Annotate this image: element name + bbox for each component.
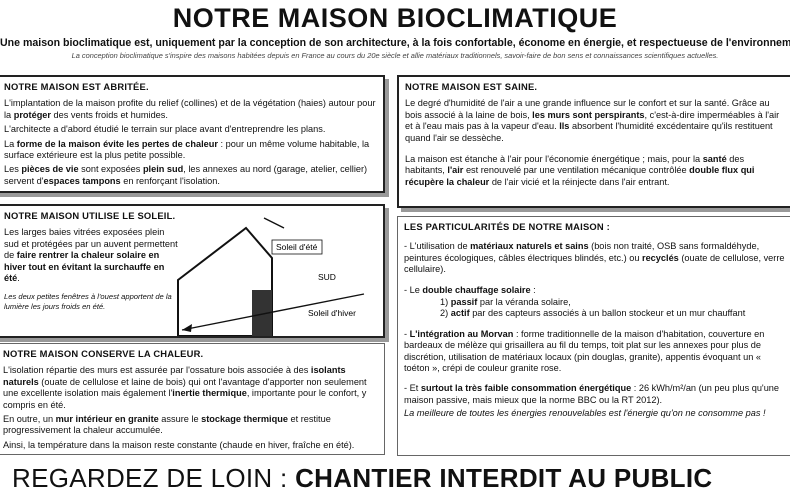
section-conserve: NOTRE MAISON CONSERVE LA CHALEUR. L'isol… — [0, 343, 385, 455]
paragraph: Ainsi, la température dans la maison res… — [3, 439, 355, 450]
list-item: - Le double chauffage solaire : — [404, 284, 536, 295]
section-heading: NOTRE MAISON CONSERVE LA CHALEUR. — [3, 348, 204, 359]
paragraph: Le degré d'humidité de l'air a une grand… — [405, 98, 780, 143]
list-item: - Et surtout la très faible consommation… — [404, 383, 780, 405]
winter-sun-ray — [181, 293, 365, 331]
footer-part1: REGARDEZ DE LOIN : — [12, 463, 296, 493]
section-heading: NOTRE MAISON UTILISE LE SOLEIL. — [4, 210, 176, 221]
intro-text: Une maison bioclimatique est, uniquement… — [0, 37, 790, 49]
paragraph: L'implantation de la maison profite du r… — [4, 98, 376, 120]
sub-item: 2) actif par des capteurs associés à un … — [440, 308, 746, 319]
house-shadow — [252, 290, 272, 336]
paragraph: Les larges baies vitrées exposées plein … — [4, 227, 178, 284]
label-summer: Soleil d'été — [276, 242, 318, 252]
sun-diagram: Soleil d'été SUD Soleil d'hiver — [177, 217, 365, 336]
note: Les deux petites fenêtres à l'ouest appo… — [4, 292, 172, 312]
footer-warning: REGARDEZ DE LOIN : CHANTIER INTERDIT AU … — [12, 462, 790, 494]
label-winter: Soleil d'hiver — [308, 308, 356, 318]
section-soleil: NOTRE MAISON UTILISE LE SOLEIL. Les larg… — [0, 204, 385, 338]
paragraph: La forme de la maison évite les pertes d… — [4, 138, 370, 161]
section-abritee: NOTRE MAISON EST ABRITÉE. L'implantation… — [0, 75, 385, 193]
paragraph: Les pièces de vie sont exposées plein su… — [4, 164, 368, 186]
section-particularites: LES PARTICULARITÉS DE NOTRE MAISON : - L… — [397, 216, 790, 456]
section-saine: NOTRE MAISON EST SAINE. Le degré d'humid… — [397, 75, 790, 208]
paragraph: La maison est étanche à l'air pour l'éco… — [405, 154, 755, 187]
label-summer-box — [271, 239, 323, 255]
list-item: - L'utilisation de matériaux naturels et… — [404, 241, 785, 275]
list-item: - L'intégration au Morvan : forme tradit… — [404, 328, 765, 374]
footer-part2: CHANTIER INTERDIT AU PUBLIC — [295, 463, 713, 493]
ray-arrowhead — [182, 324, 192, 332]
paragraph: L'isolation répartie des murs est assuré… — [3, 365, 367, 410]
page-title: NOTRE MAISON BIOCLIMATIQUE — [172, 3, 618, 33]
paragraph: L'architecte a d'abord étudié le terrain… — [4, 124, 326, 135]
section-heading: LES PARTICULARITÉS DE NOTRE MAISON : — [404, 221, 610, 232]
sub-item: 1) passif par la véranda solaire, — [440, 297, 571, 308]
closing-note: La meilleure de toutes les énergies reno… — [404, 408, 766, 419]
intro-subtext: La conception bioclimatique s'inspire de… — [71, 51, 719, 60]
label-south: SUD — [318, 272, 336, 282]
summer-sun-ray — [263, 217, 285, 229]
paragraph: En outre, un mur intérieur en granite as… — [3, 414, 331, 436]
section-heading: NOTRE MAISON EST ABRITÉE. — [4, 81, 149, 92]
section-heading: NOTRE MAISON EST SAINE. — [405, 81, 538, 92]
